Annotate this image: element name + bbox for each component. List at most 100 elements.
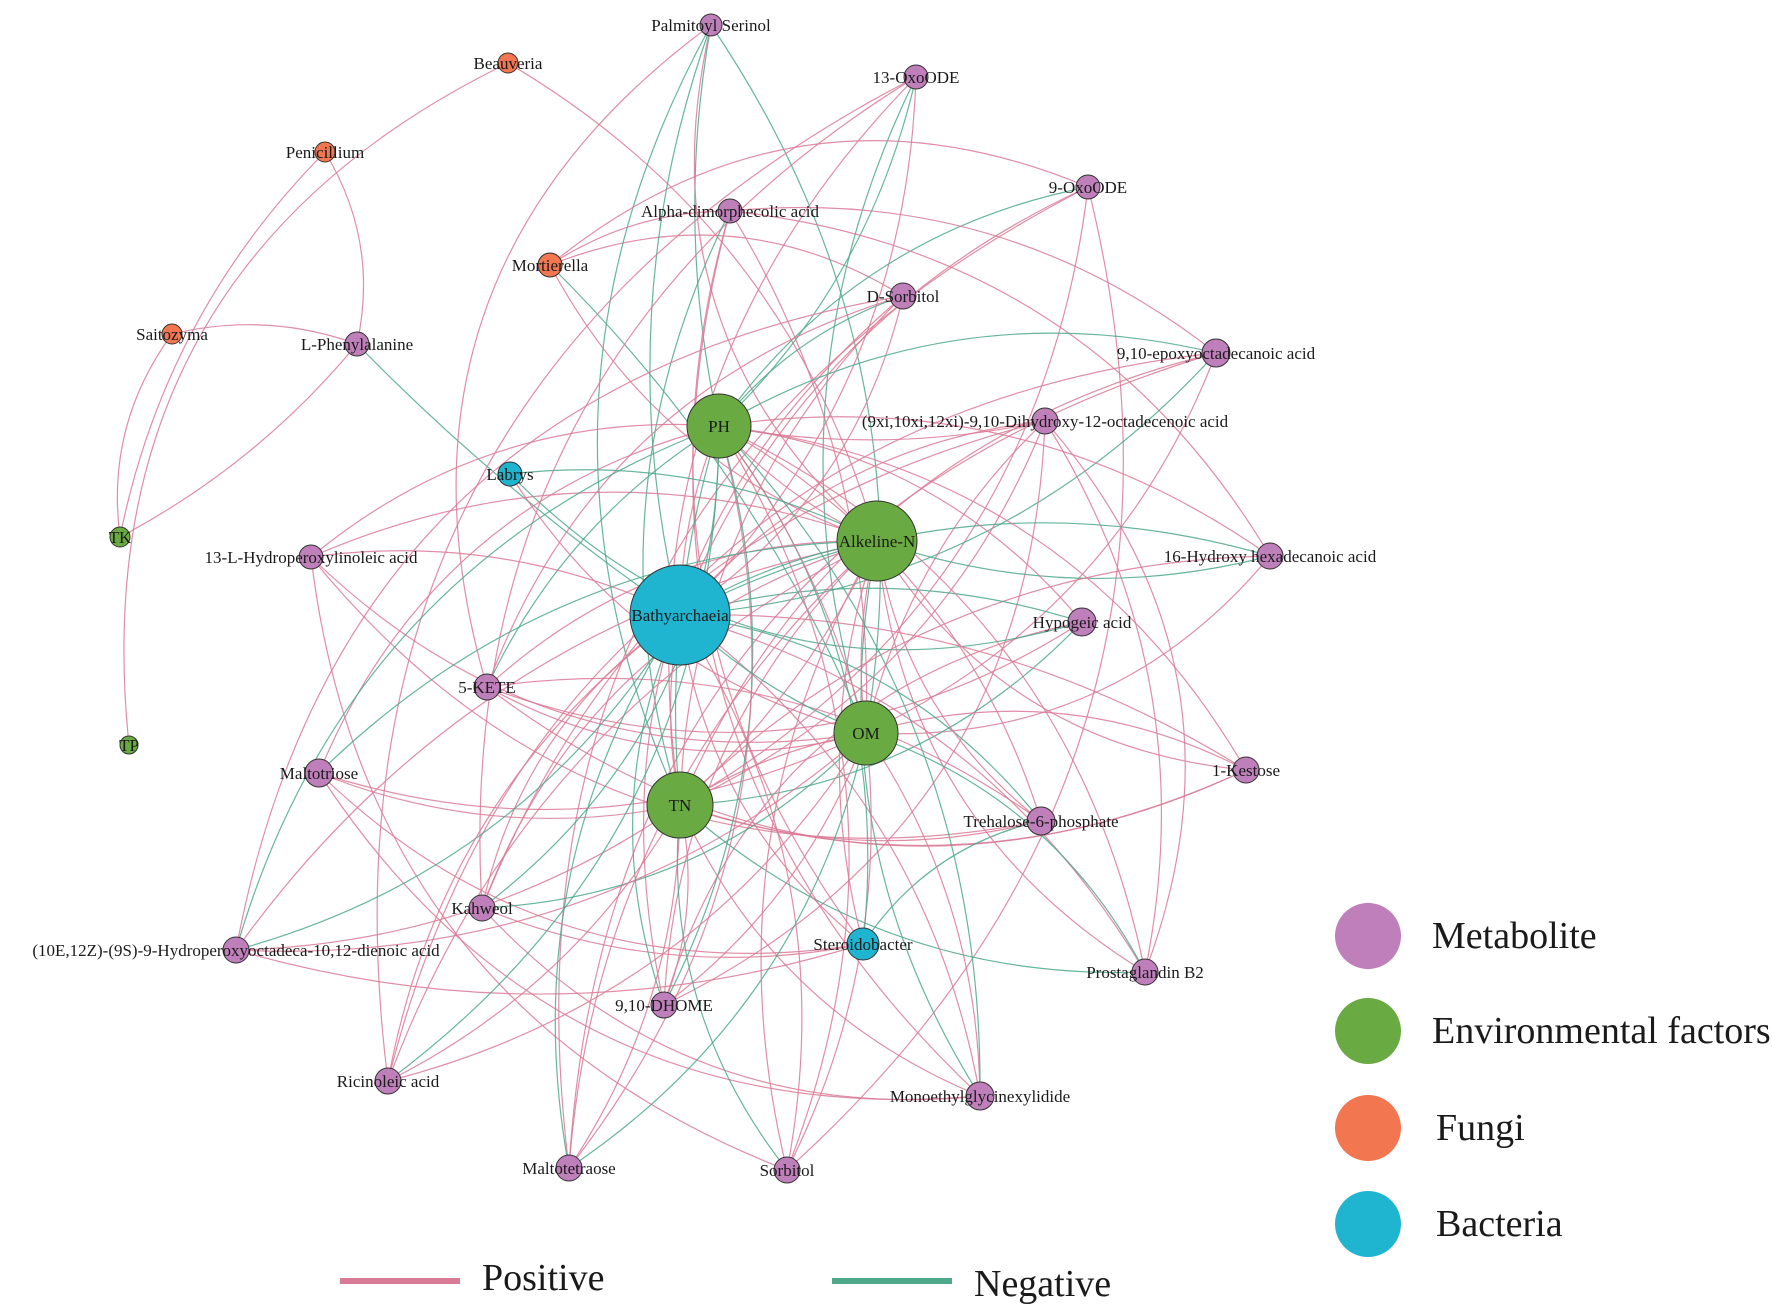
node-label-hl: 13-L-Hydroperoxylinoleic acid — [205, 548, 418, 567]
node-ra — [374, 1067, 402, 1095]
network-edges — [116, 24, 1271, 1171]
edge-t6-an-positive — [876, 540, 1042, 822]
node-label-o9: 9-OxoODE — [1049, 178, 1127, 197]
edge-mt-tn-positive — [318, 772, 681, 820]
node-m4 — [555, 1154, 583, 1182]
edge-ra-tn-positive — [387, 804, 681, 1082]
edge-dh-pb-positive — [1044, 420, 1163, 973]
edge-sa-lp-positive — [171, 324, 358, 345]
node-ds — [889, 282, 917, 310]
node-label-ba: Bathyarchaeia — [631, 606, 729, 625]
legend-metabolite-marker — [1335, 903, 1401, 969]
node-label-sb: Steroidobacter — [813, 935, 912, 954]
node-label-lb: Labrys — [486, 465, 533, 484]
node-ke — [473, 673, 501, 701]
edge-an-tn-positive — [679, 540, 878, 806]
edge-k1-an-positive — [876, 540, 1247, 771]
edge-ad-ep-positive — [729, 206, 1217, 354]
edge-ra-ba-positive — [387, 614, 681, 1082]
edge-t6-sb-negative — [862, 820, 1042, 945]
edge-dh-ba-positive — [679, 420, 1046, 616]
edge-mt-om-positive — [318, 732, 867, 811]
edge-k1-om-positive — [865, 710, 1247, 771]
edge-sb-ba-positive — [679, 614, 864, 945]
node-label-ps: Palmitoyl Serinol — [651, 16, 771, 35]
legend-metabolite-label: Metabolite — [1432, 915, 1597, 957]
legend-bacteria-marker — [1335, 1191, 1401, 1257]
edge-hl-ph-positive — [310, 423, 720, 558]
edge-m4-ba-negative — [554, 614, 681, 1169]
edge-dm-an-positive — [663, 540, 878, 1006]
node-tn — [646, 771, 714, 839]
node-label-ds: D-Sorbitol — [867, 287, 940, 306]
node-hp — [222, 936, 250, 964]
node-ps — [699, 13, 723, 37]
node-o9 — [1075, 174, 1101, 200]
edge-hl-om-positive — [310, 556, 867, 743]
node-ad — [717, 198, 743, 224]
edge-mg-om-positive — [865, 732, 981, 1097]
edge-ds-ke-positive — [486, 295, 904, 688]
edge-t6-tn-positive — [679, 804, 1042, 842]
edge-hy-ba-negative — [679, 587, 1083, 623]
edge-hl-an-positive — [310, 491, 878, 558]
node-label-tk: TK — [109, 528, 132, 547]
edge-dm-om-positive — [663, 732, 867, 1006]
edge-k1-ba-positive — [679, 614, 1247, 771]
edge-dh-om-positive — [865, 420, 1046, 734]
node-an — [836, 500, 918, 582]
edge-ep-ka-positive — [481, 352, 1217, 909]
node-label-be: Beauveria — [474, 54, 543, 73]
node-sa — [161, 323, 183, 345]
node-o13 — [903, 64, 929, 90]
node-label-ad: Alpha-dimorphecolic acid — [641, 202, 819, 221]
edge-pb-tn-negative — [679, 804, 1146, 974]
legend-negative-label: Negative — [974, 1263, 1111, 1305]
edge-mt-an-negative — [318, 540, 878, 774]
node-lb — [497, 461, 523, 487]
node-ka — [468, 894, 496, 922]
network-labels: PHAlkeline-NOMTNTKTPBathyarchaeiaLabrysS… — [32, 16, 1376, 1180]
edge-hp-om-positive — [235, 732, 867, 952]
edge-t6-ba-negative — [679, 614, 1042, 822]
legend-bacteria-label: Bacteria — [1436, 1203, 1563, 1245]
edge-hy-tn-negative — [679, 621, 1083, 806]
node-label-pe: Penicillium — [286, 143, 364, 162]
edge-hy-lb-negative — [509, 473, 1083, 651]
node-label-ep: 9,10-epoxyoctadecanoic acid — [1117, 344, 1316, 363]
edge-ka-sb-positive — [481, 907, 864, 959]
edge-pb-ph-positive — [718, 425, 1146, 973]
node-label-hx: 16-Hydroxy hexadecanoic acid — [1164, 547, 1377, 566]
edge-ke-ph-negative — [486, 425, 720, 688]
node-be — [497, 52, 519, 74]
node-lp — [344, 331, 370, 357]
edge-t6-ph-positive — [718, 425, 1042, 822]
node-pb — [1131, 958, 1159, 986]
node-label-m4: Maltotetraose — [522, 1159, 615, 1178]
edge-mg-an-negative — [860, 540, 981, 1097]
edge-hl-t6-positive — [310, 556, 1042, 839]
node-label-so: Sorbitol — [760, 1161, 815, 1180]
edge-so-ba-positive — [679, 614, 803, 1171]
edge-o9-ba-positive — [679, 186, 1089, 616]
node-so — [773, 1156, 801, 1184]
edge-o13-om-negative — [822, 76, 917, 734]
edge-be-tp-positive — [123, 62, 509, 746]
edge-mo-ds-positive — [549, 234, 904, 297]
edge-ka-mg-positive — [481, 907, 981, 1101]
edge-hx-om-positive — [865, 555, 1271, 735]
edge-ds-hp-positive — [235, 295, 904, 951]
node-dm — [650, 991, 678, 1019]
node-sb — [846, 927, 880, 961]
node-label-hp: (10E,12Z)-(9S)-9-Hydroperoxyoctadeca-10,… — [32, 941, 440, 960]
node-label-t6: Trehalose-6-phosphate — [963, 812, 1118, 831]
edge-pb-an-positive — [876, 540, 1146, 973]
node-label-pb: Prostaglandin B2 — [1086, 963, 1204, 982]
edge-ad-hx-positive — [729, 210, 1271, 557]
node-mo — [537, 252, 563, 278]
legend-positive-label: Positive — [482, 1257, 604, 1299]
node-label-sa: Saitozyma — [136, 325, 208, 344]
node-label-mg: Monoethylglycinexylidide — [890, 1087, 1070, 1106]
node-label-tn: TN — [669, 796, 692, 815]
